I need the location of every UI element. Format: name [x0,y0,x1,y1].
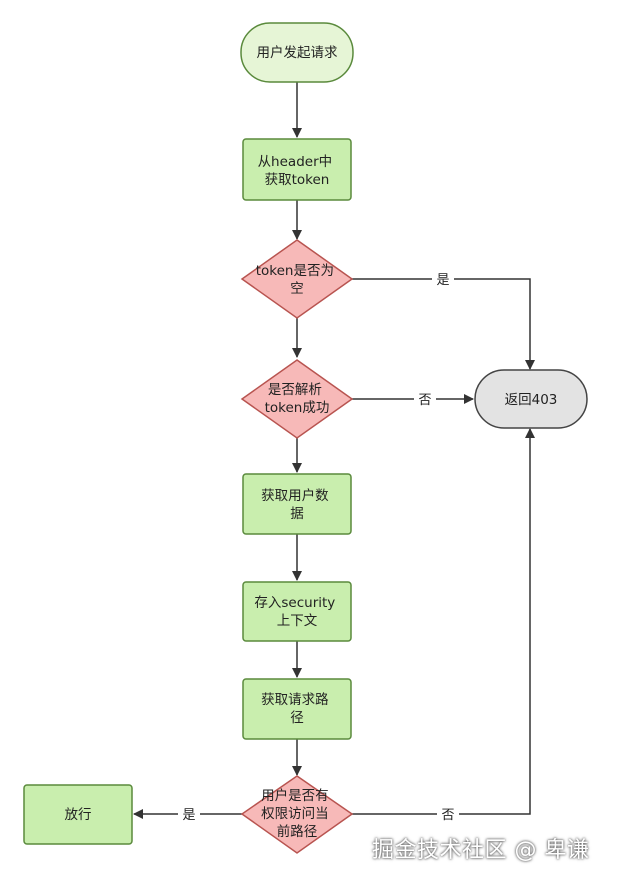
token-empty-decision [240,239,354,319]
edge-token-empty-yes-to-403 [352,278,535,370]
edge-label-no-permission: 否 [441,808,454,823]
edge-label-no-parse: 否 [418,393,431,408]
parse-token-decision [240,359,354,439]
watermark: 掘金技术社区 @ 卑谦 [372,838,590,863]
get-path-node-label: 获取请求路 径 [261,692,333,726]
permission-decision-label: 用户是否有 权限访问当 前路径 [261,787,333,840]
get-user-node-label: 获取用户数 据 [261,487,333,522]
return-403-node [474,369,588,429]
edge-permission-no-to-403 [352,428,535,815]
edge-label-yes-permission: 是 [182,808,195,823]
edges [133,82,535,819]
start-node [240,22,354,83]
get-token-node [242,138,352,201]
allow-node [23,784,133,845]
store-security-node-label: 存入security 上下文 [254,595,339,629]
allow-node-label: 放行 [65,807,92,823]
get-user-node [242,473,352,535]
parse-token-decision-label: 是否解析 token成功 [265,382,330,416]
start-node-label: 用户发起请求 [257,44,338,61]
edge-label-yes-empty: 是 [436,273,449,288]
store-security-node [242,581,352,642]
get-token-node-label: 从header中 获取token [258,154,337,188]
token-empty-decision-label: token是否为 空 [256,263,339,297]
permission-decision [240,775,354,854]
get-path-node [242,678,352,740]
return-403-node-label: 返回403 [505,392,558,408]
